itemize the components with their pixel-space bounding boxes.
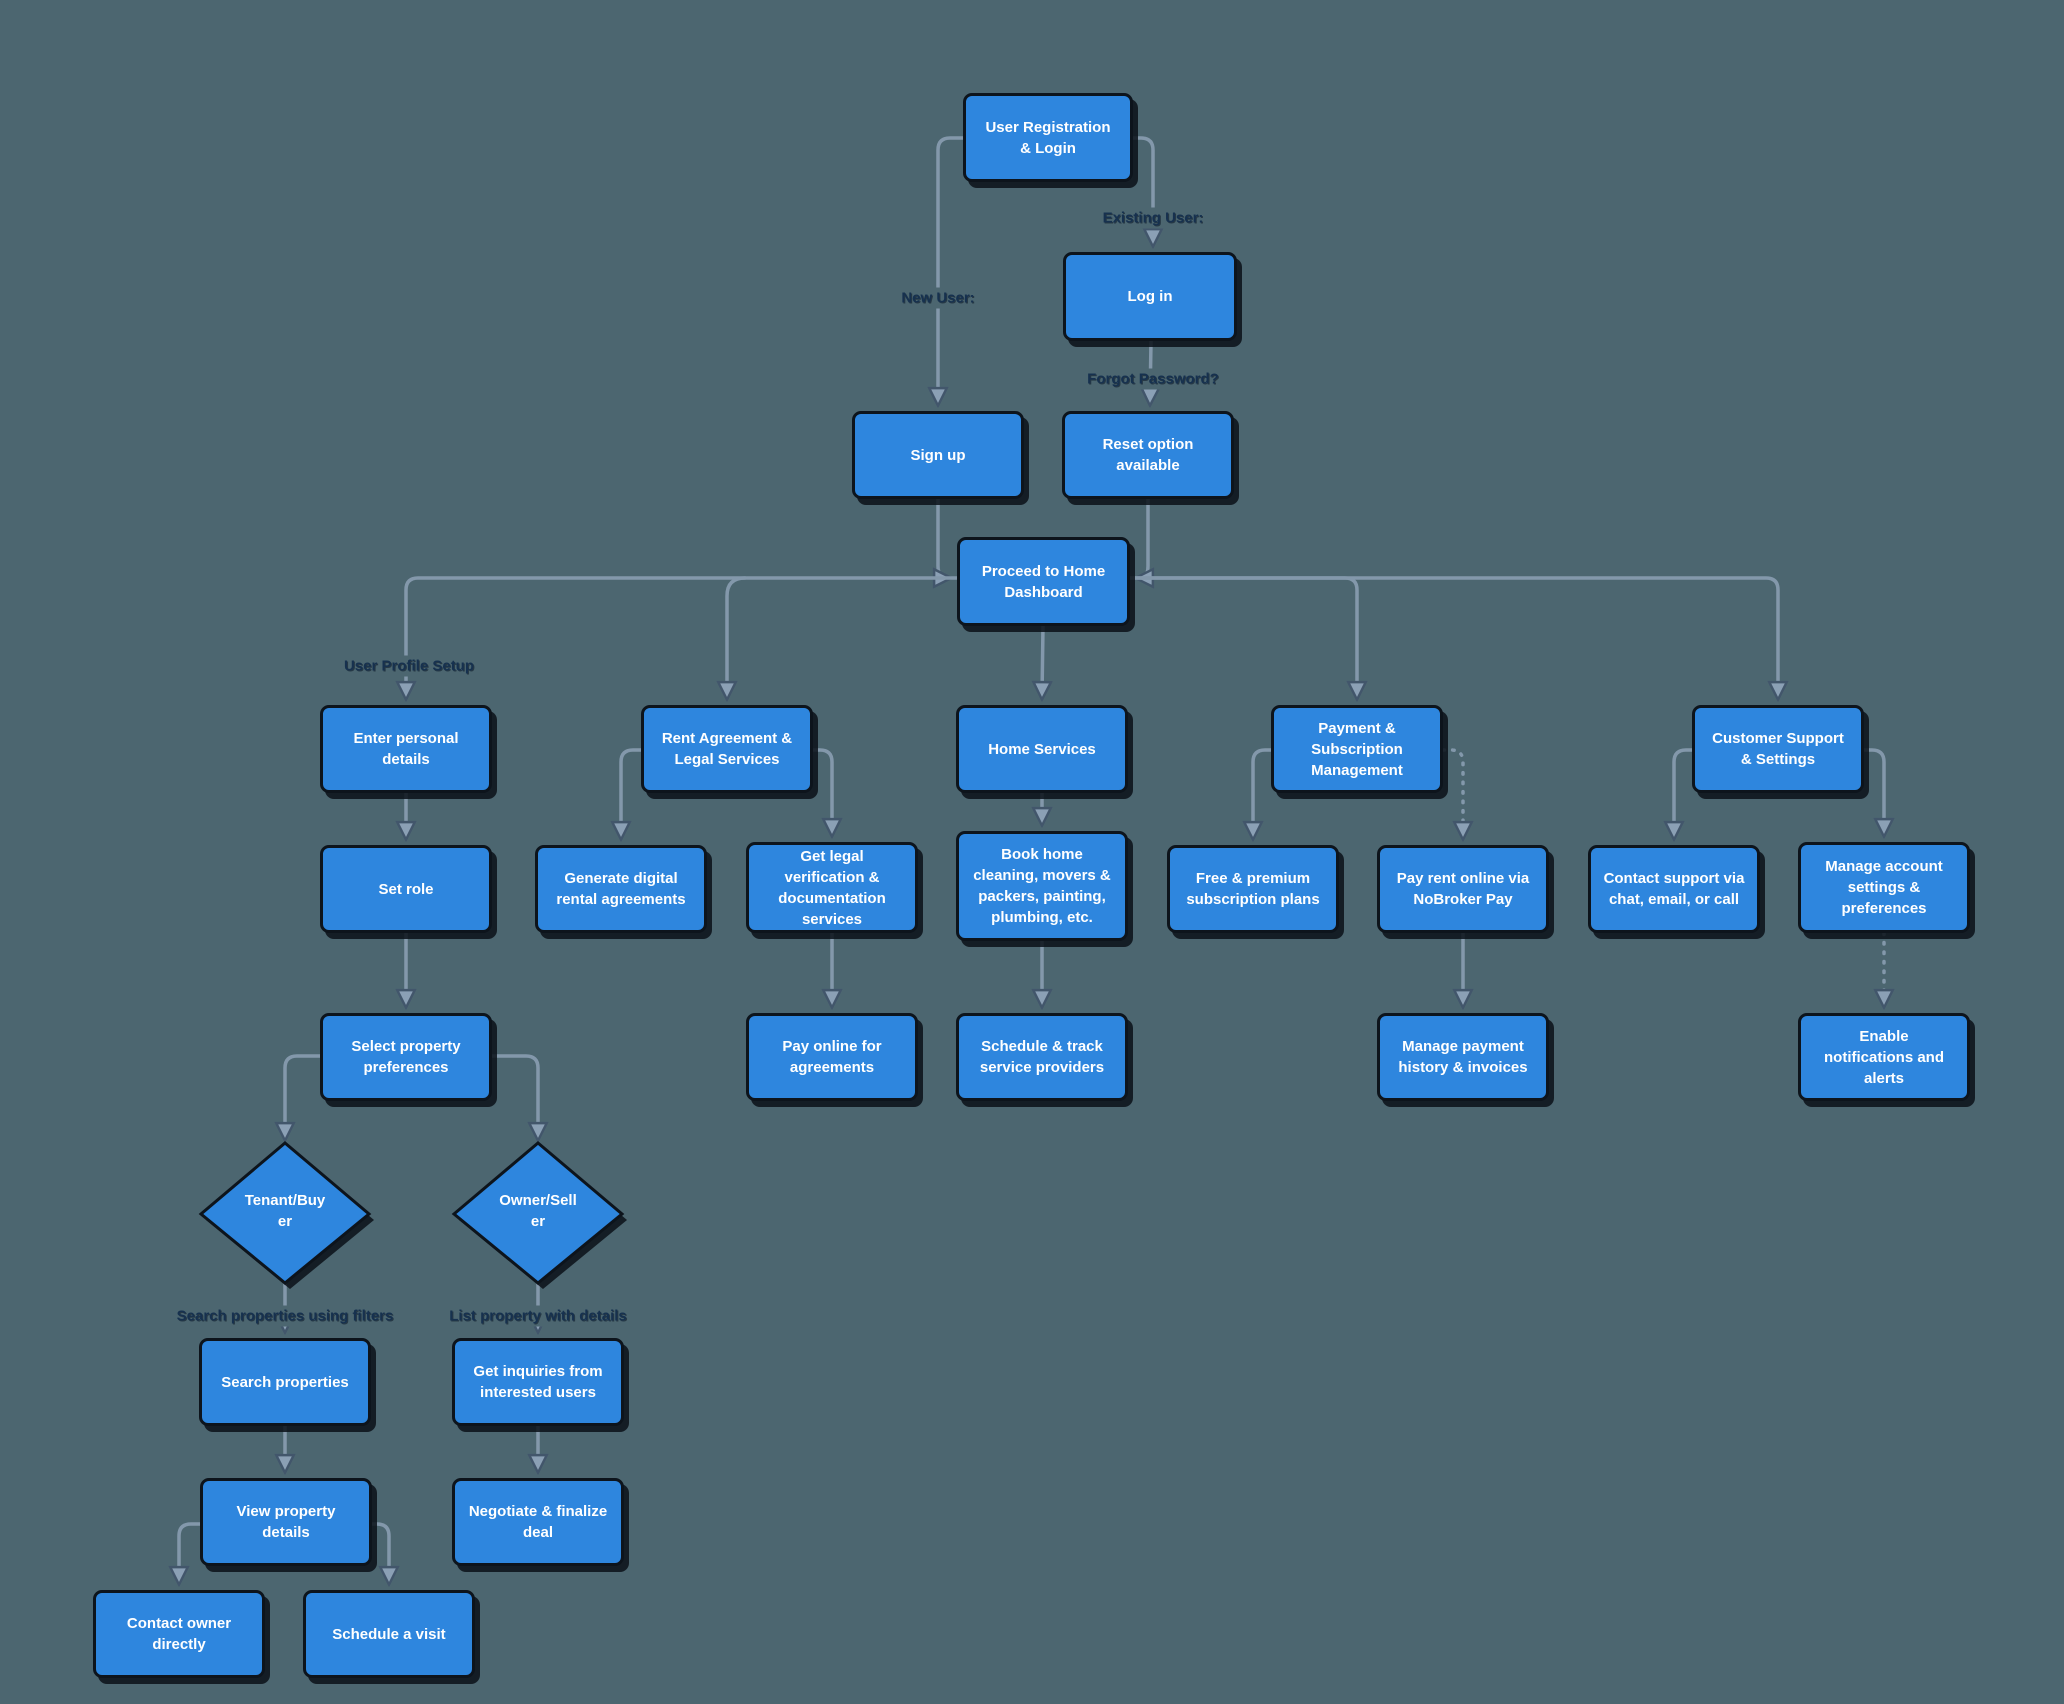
node-contact-owner: Contact owner directly [93, 1590, 265, 1678]
node-enable-notifications: Enable notifications and alerts [1798, 1013, 1970, 1101]
node-contact-support: Contact support via chat, email, or call [1588, 845, 1760, 933]
edge-signup-to-dashboard [938, 497, 949, 578]
node-set-role: Set role [320, 845, 492, 933]
edge-rent-to-generate [621, 748, 643, 837]
edge-preferences-to-tenant [285, 1054, 322, 1138]
node-sign-up: Sign up [852, 411, 1024, 499]
edge-rent-to-legal-verification [811, 748, 832, 834]
node-get-inquiries: Get inquiries from interested users [452, 1338, 624, 1426]
node-payment-subscription: Payment & Subscription Management [1271, 705, 1443, 793]
node-customer-support: Customer Support & Settings [1692, 705, 1864, 793]
node-schedule-track-providers: Schedule & track service providers [956, 1013, 1128, 1101]
node-select-preferences: Select property preferences [320, 1013, 492, 1101]
edge-registration-to-login [1131, 136, 1153, 244]
node-home-services: Home Services [956, 705, 1128, 793]
edge-dashboard-to-enter-details [406, 576, 959, 697]
edge-payment-to-pay-rent [1441, 748, 1463, 837]
node-view-property-details: View property details [200, 1478, 372, 1566]
edge-preferences-to-owner [490, 1054, 538, 1138]
decision-tenant-buyer: Tenant/Buy er [197, 1140, 379, 1292]
edge-dashboard-to-customer-support [1128, 576, 1778, 697]
node-schedule-visit: Schedule a visit [303, 1590, 475, 1678]
edge-dashboard-to-rent-agreement [727, 576, 747, 697]
node-pay-online-agreements: Pay online for agreements [746, 1013, 918, 1101]
edge-label-forgot-password: Forgot Password? [1081, 368, 1225, 390]
edge-support-to-contact-support [1674, 748, 1694, 837]
node-user-registration: User Registration & Login [963, 93, 1133, 182]
node-generate-agreements: Generate digital rental agreements [535, 845, 707, 933]
edge-label-search-filters: Search properties using filters [170, 1305, 400, 1327]
node-reset-option: Reset option available [1062, 411, 1234, 499]
edge-registration-to-signup [938, 136, 965, 403]
node-pay-rent-online: Pay rent online via NoBroker Pay [1377, 845, 1549, 933]
edge-label-existing-user: Existing User: [1096, 207, 1210, 229]
edge-reset-to-dashboard [1138, 497, 1148, 578]
node-manage-account: Manage account settings & preferences [1798, 842, 1970, 933]
decision-owner-seller-label: Owner/Sell er [499, 1192, 577, 1230]
edge-label-list-property: List property with details [443, 1305, 633, 1327]
node-book-home-services: Book home cleaning, movers & packers, pa… [956, 831, 1128, 941]
decision-owner-seller: Owner/Sell er [450, 1140, 632, 1292]
node-search-properties: Search properties [199, 1338, 371, 1426]
edge-payment-to-plans [1253, 748, 1273, 837]
edge-label-new-user: New User: [895, 287, 981, 309]
edge-dashboard-to-home-services [1042, 624, 1043, 697]
node-subscription-plans: Free & premium subscription plans [1167, 845, 1339, 933]
edge-view-to-contact-owner [179, 1522, 202, 1582]
edge-dashboard-to-payment [1128, 576, 1357, 697]
edge-view-to-schedule-visit [370, 1522, 389, 1582]
edge-label-profile-setup: User Profile Setup [337, 655, 481, 677]
decision-tenant-buyer-label: Tenant/Buy er [244, 1192, 326, 1230]
node-login: Log in [1063, 252, 1237, 341]
node-rent-agreement: Rent Agreement & Legal Services [641, 705, 813, 793]
node-negotiate-deal: Negotiate & finalize deal [452, 1478, 624, 1566]
node-enter-personal-details: Enter personal details [320, 705, 492, 793]
node-legal-verification: Get legal verification & documentation s… [746, 842, 918, 933]
node-manage-payment-history: Manage payment history & invoices [1377, 1013, 1549, 1101]
edge-support-to-manage-account [1862, 748, 1884, 834]
node-home-dashboard: Proceed to Home Dashboard [957, 537, 1130, 626]
